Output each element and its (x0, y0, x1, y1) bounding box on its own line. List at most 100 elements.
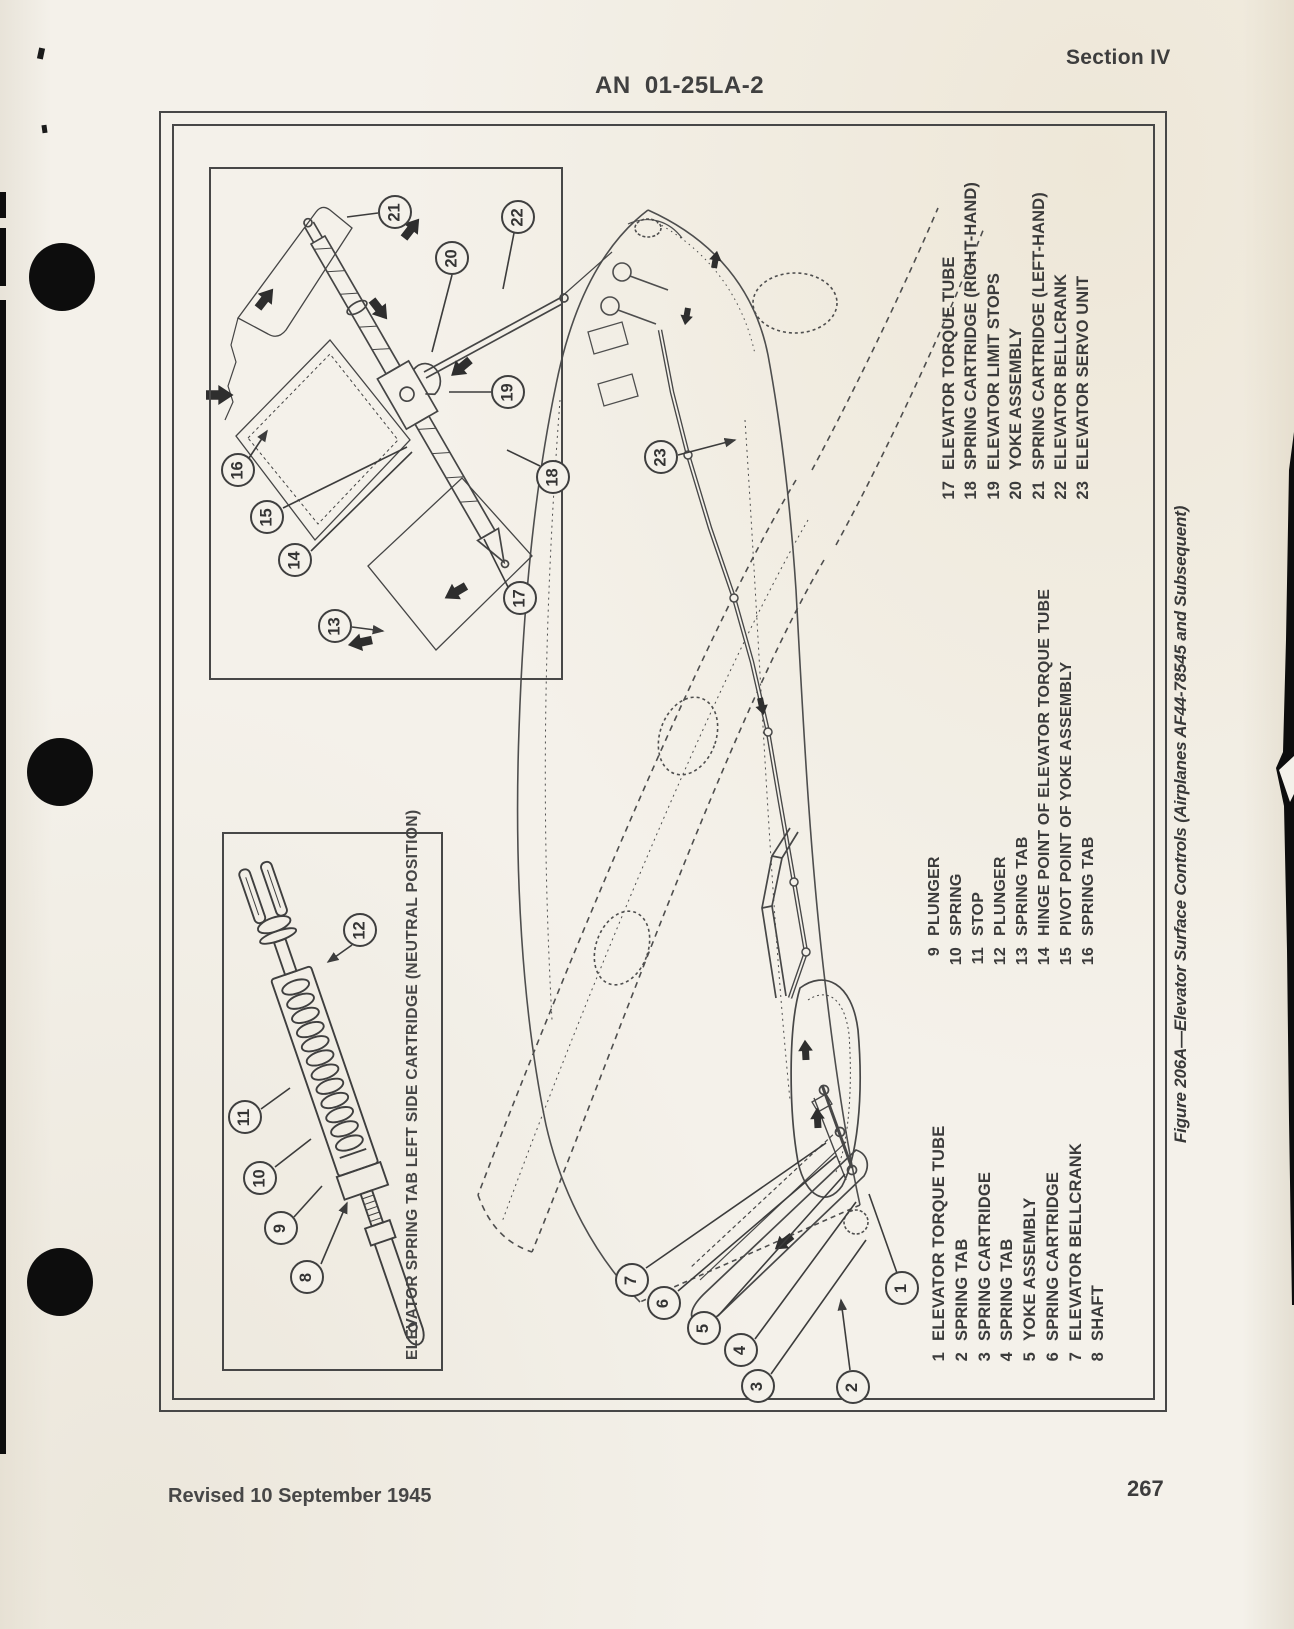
legend-item-number: 15 (1058, 947, 1075, 966)
callout-3: 3 (741, 1369, 775, 1403)
scan-edge-left (0, 192, 6, 218)
legend-item-label: YOKE ASSEMBLY (1021, 1197, 1039, 1342)
figure-caption: Figure 206A—Elevator Surface Controls (A… (1171, 505, 1190, 1143)
legend-item: 15 PIVOT POINT OF YOKE ASSEMBLY (1056, 612, 1078, 973)
page-header-doc-number: AN 01-25LA-2 (595, 72, 765, 99)
legend-item-label: ELEVATOR TORQUE TUBE (940, 256, 958, 470)
legend-item-label: SPRING CARTRIDGE (975, 1171, 994, 1341)
callout-2: 2 (836, 1370, 870, 1404)
punch-hole (27, 738, 93, 806)
legend-item-number: 8 (1089, 1352, 1108, 1362)
legend-group-3: 17 ELEVATOR TORQUE TUBE 18 SPRING CARTRIDG… (938, 182, 1095, 507)
legend-item: 14 HINGE POINT OF ELEVATOR TORQUE TUBE (1034, 589, 1056, 973)
punch-hole (27, 1248, 93, 1316)
legend-item-number: 22 (1051, 481, 1070, 500)
legend-item: 2 SPRING TAB (951, 1158, 974, 1378)
legend-item-number: 13 (1014, 947, 1031, 966)
figure-frame-outer (159, 111, 1167, 1412)
legend-item: 5 YOKE ASSEMBLY (1019, 1158, 1042, 1378)
callout-leader-lines (248, 212, 898, 1375)
legend-item-number: 16 (1080, 947, 1097, 966)
legend-item-label: SPRING TAB (1014, 836, 1031, 936)
legend-item-label: PLUNGER (926, 856, 943, 936)
legend-item-number: 3 (975, 1352, 994, 1362)
callout-12: 12 (343, 913, 377, 947)
legend-item-number: 14 (1036, 947, 1053, 966)
legend-item: 18 SPRING CARTRIDGE (RIGHT-HAND) (960, 182, 982, 507)
callout-6: 6 (647, 1286, 681, 1320)
legend-item-number: 20 (1007, 481, 1026, 500)
inset-top-mechanism-drawing (224, 206, 613, 651)
callout-11: 11 (228, 1100, 262, 1134)
legend-item: 17 ELEVATOR TORQUE TUBE (938, 192, 960, 507)
aircraft-drawing (477, 207, 985, 1303)
callout-13: 13 (318, 609, 352, 643)
scan-edge-left (0, 300, 6, 1454)
legend-item-number: 21 (1029, 481, 1048, 500)
inset-top-box (209, 167, 563, 680)
legend-item: 4 SPRING TAB (996, 1158, 1019, 1378)
legend-item-label: SPRING CARTRIDGE (RIGHT-HAND) (962, 182, 981, 470)
callout-7: 7 (615, 1263, 649, 1297)
legend-item-number: 4 (998, 1352, 1017, 1362)
legend-item: 13 SPRING TAB (1012, 612, 1034, 973)
legend-item-number: 5 (1021, 1352, 1039, 1362)
callout-21: 21 (378, 195, 412, 229)
legend-item-label: ELEVATOR TORQUE TUBE (930, 1125, 948, 1341)
legend-item-number: 18 (962, 481, 981, 500)
legend-item: 21 SPRING CARTRIDGE (LEFT-HAND) (1028, 192, 1050, 507)
cartridge-inset-label-block: ELEVATOR SPRING TAB LEFT SIDE CARTRIDGE … (404, 809, 430, 1360)
legend-item: 7 ELEVATOR BELLCRANK (1065, 1143, 1088, 1378)
legend-item-label: SHAFT (1089, 1285, 1108, 1341)
legend-item-label: ELEVATOR BELLCRANK (1051, 273, 1070, 470)
legend-item-label: SPRING CARTRIDGE (LEFT-HAND) (1029, 192, 1048, 470)
figure-caption-block: Figure 206A—Elevator Surface Controls (A… (1171, 423, 1197, 1143)
legend-item: 9 PLUNGER (924, 612, 946, 973)
footer-page-number: 267 (1127, 1476, 1164, 1501)
callout-18: 18 (536, 460, 570, 494)
scan-edge-right (1276, 432, 1294, 1305)
callout-15: 15 (250, 500, 284, 534)
legend-item-number: 9 (926, 947, 943, 957)
legend-item-number: 1 (930, 1352, 948, 1362)
callout-17: 17 (503, 581, 537, 615)
legend-item-label: ELEVATOR LIMIT STOPS (984, 273, 1003, 470)
legend-item: 8 SHAFT (1087, 1158, 1110, 1378)
cartridge-inset-label: ELEVATOR SPRING TAB LEFT SIDE CARTRIDGE … (404, 809, 421, 1360)
legend-item-number: 10 (948, 947, 965, 966)
legend-item-number: 11 (970, 947, 987, 965)
callout-1: 1 (885, 1271, 919, 1305)
callout-20: 20 (435, 241, 469, 275)
callout-14: 14 (278, 543, 312, 577)
legend-item-label: HINGE POINT OF ELEVATOR TORQUE TUBE (1036, 588, 1053, 936)
control-yokes (600, 262, 669, 325)
legend-item-number: 17 (940, 481, 958, 500)
figure-frame-inner (172, 124, 1155, 1400)
punch-hole (29, 243, 95, 311)
callout-19: 19 (491, 375, 525, 409)
legend-item-label: ELEVATOR SERVO UNIT (1074, 275, 1093, 470)
legend-item-label: SPRING TAB (1080, 836, 1097, 936)
callout-8: 8 (290, 1260, 324, 1294)
inset-bottom-box (222, 832, 443, 1371)
legend-item-label: PIVOT POINT OF YOKE ASSEMBLY (1058, 661, 1075, 936)
legend-item-label: SPRING TAB (998, 1238, 1017, 1341)
legend-item: 3 SPRING CARTRIDGE (974, 1158, 997, 1378)
legend-item-number: 7 (1066, 1352, 1085, 1362)
callout-9: 9 (264, 1211, 298, 1245)
legend-item-label: SPRING TAB (952, 1238, 971, 1341)
inset-bottom-cartridge-drawing (238, 860, 425, 1346)
scan-edge-left (0, 228, 6, 286)
legend-item-number: 6 (1043, 1352, 1062, 1362)
legend-item-number: 2 (952, 1352, 971, 1362)
legend-item-label: ELEVATOR BELLCRANK (1066, 1143, 1085, 1341)
